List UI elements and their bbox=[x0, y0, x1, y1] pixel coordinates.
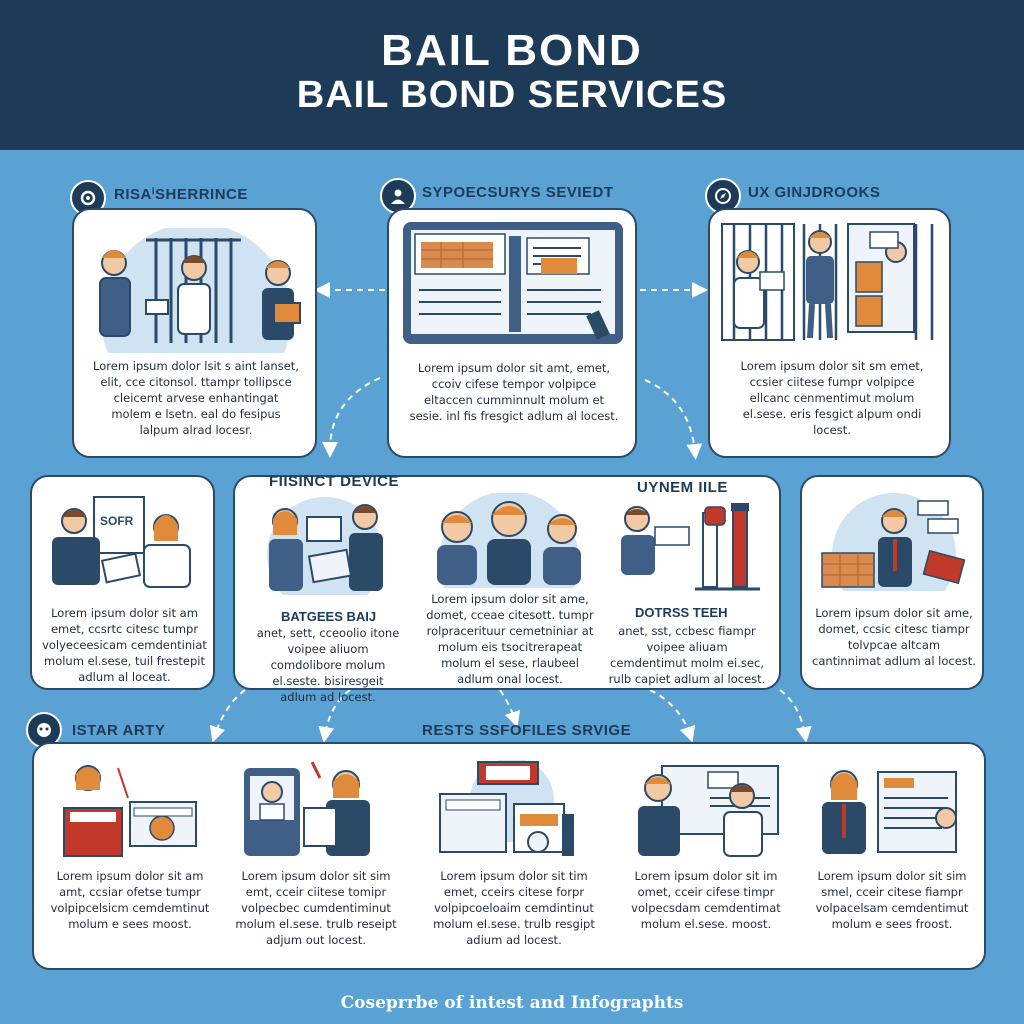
card-bottom-4-text: Lorem ipsum dolor sit im omet, cceir cif… bbox=[631, 869, 781, 931]
page-subtitle: BAIL BOND SERVICES bbox=[296, 74, 728, 116]
family-group-illustration bbox=[437, 493, 581, 588]
card-top-center-text: Lorem ipsum dolor sit amt, emet, ccoiv c… bbox=[409, 361, 619, 423]
card-top-left-text: Lorem ipsum dolor lsit s aint lanset, el… bbox=[93, 359, 299, 437]
card-mid-group: FIISINCT DEVICE UYNEM IILE BATGEES BAIJ … bbox=[233, 473, 781, 704]
bail-payment-illustration bbox=[821, 493, 966, 591]
card-top-right-text: Lorem ipsum dolor sit sm emet, ccsier ci… bbox=[740, 359, 924, 437]
agent-meeting-illustration: SOFR bbox=[52, 496, 191, 588]
card-bottom-3-text: Lorem ipsum dolor sit tim emet, cceirs c… bbox=[433, 869, 595, 947]
device-handover-illustration bbox=[267, 497, 383, 595]
card-mid-right-text: anet, sst, ccbesc fiampr voipee aliuam c… bbox=[608, 624, 766, 686]
bottom-center-label: RESTS SSFOFILES SRVIGE bbox=[422, 722, 632, 739]
card-mid-far-right: Lorem ipsum dolor sit ame, domet, ccsic … bbox=[800, 475, 984, 690]
courthouse-illustration bbox=[621, 503, 760, 591]
card-bottom-5-text: Lorem ipsum dolor sit sim smel, cceir ci… bbox=[815, 869, 969, 931]
jail-cells-illustration bbox=[721, 223, 934, 341]
card-bottom-2-text: Lorem ipsum dolor sit sim emt, cceir cii… bbox=[235, 869, 397, 947]
card-top-center: Lorem ipsum dolor sit amt, emet, ccoiv c… bbox=[387, 208, 637, 458]
section-label-right: UX GINJDROOKS bbox=[748, 184, 881, 201]
bottom-left-label: ISTAR ARTY bbox=[72, 722, 166, 739]
section-label-center: SYPOECSURYS SEVIEDT bbox=[422, 184, 614, 201]
group-right-label: UYNEM IILE bbox=[637, 479, 728, 496]
card-bottom: Lorem ipsum dolor sit am amt, ccsiar ofe… bbox=[32, 742, 986, 970]
svg-text:SOFR: SOFR bbox=[100, 514, 134, 528]
card-top-right: Lorem ipsum dolor sit sm emet, ccsier ci… bbox=[708, 208, 951, 458]
card-top-left: Lorem ipsum dolor lsit s aint lanset, el… bbox=[72, 208, 317, 458]
left-sub-label: BATGEES BAIJ bbox=[281, 609, 377, 624]
right-sub-label: DOTRSS TEEH bbox=[635, 605, 728, 620]
office-meeting-illustration bbox=[638, 765, 779, 857]
section-label-left: RISAⁱSHERRINCE bbox=[114, 186, 248, 203]
header-banner: BAIL BOND BAIL BOND SERVICES bbox=[0, 0, 1024, 150]
group-label: FIISINCT DEVICE bbox=[269, 473, 400, 490]
monitor-document-illustration bbox=[403, 222, 623, 344]
tablet-photo-illustration bbox=[244, 761, 370, 856]
card-bottom-1-text: Lorem ipsum dolor sit am amt, ccsiar ofe… bbox=[50, 869, 210, 931]
lawyer-document-illustration bbox=[822, 770, 957, 854]
card-mid-far-left: SOFR Lorem ipsum dolor sit am emet, ccsr… bbox=[30, 475, 215, 690]
page-title: BAIL BOND bbox=[381, 26, 643, 75]
card-mid-center-text: Lorem ipsum dolor sit ame, domet, cceae … bbox=[426, 592, 594, 686]
footer-caption: Coseprrbe of intest and Infographts bbox=[340, 993, 684, 1013]
card-mid-left-text: anet, sett, cceoolio itone voipee aliuom… bbox=[256, 626, 400, 704]
jail-visit-illustration bbox=[99, 228, 301, 353]
card-mid-far-right-text: Lorem ipsum dolor sit ame, domet, ccsic … bbox=[812, 606, 976, 668]
equipment-illustration bbox=[439, 760, 574, 856]
card-mid-far-left-text: Lorem ipsum dolor sit am emet, ccsrtc ci… bbox=[42, 606, 207, 684]
id-card-illustration bbox=[63, 765, 197, 857]
